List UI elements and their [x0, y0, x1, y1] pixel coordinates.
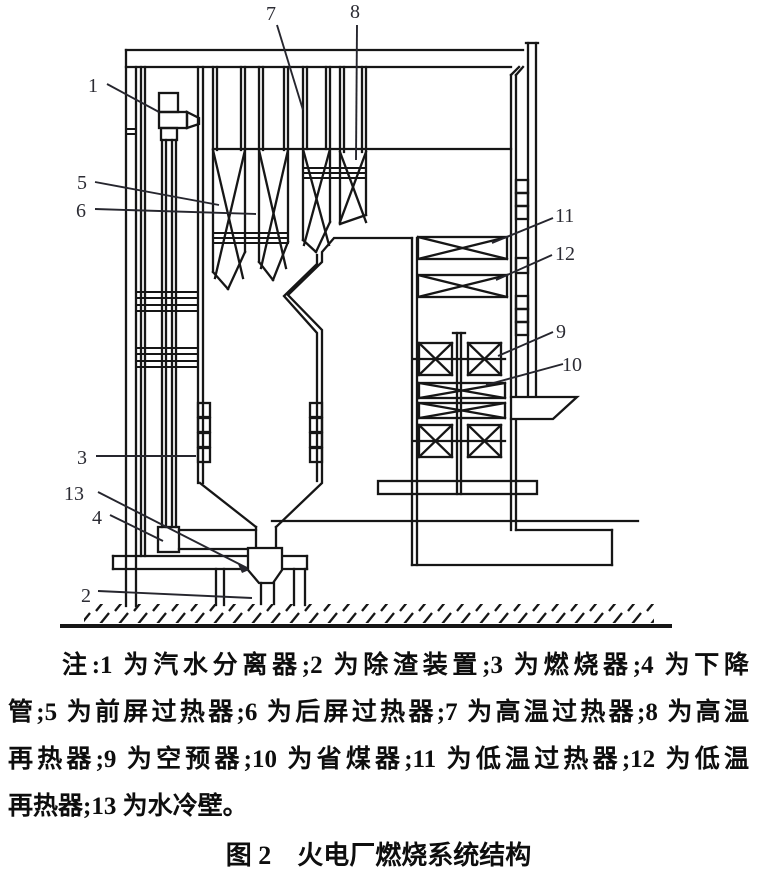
diagram-label-7: 7 [266, 3, 276, 25]
diagram-label-6: 6 [76, 200, 86, 222]
leader-lines [94, 24, 564, 599]
diagram-label-5: 5 [77, 172, 87, 194]
boiler-frame [124, 41, 540, 608]
diagram-label-11: 11 [555, 205, 574, 227]
air-preheater-economizer-stack [412, 331, 507, 496]
diagram-label-4: 4 [92, 507, 102, 529]
diagram-label-9: 9 [556, 321, 566, 343]
burners [196, 401, 324, 464]
combustion-system-diagram: 1 5 6 7 8 11 12 9 10 3 13 4 2 [60, 1, 672, 628]
column-notches [514, 178, 530, 337]
diagram-label-10: 10 [562, 354, 582, 376]
furnace-water-walls [196, 65, 414, 550]
diagram-label-3: 3 [77, 447, 87, 469]
burner-piping-bands [135, 291, 199, 368]
low-temp-superheater-bank [416, 235, 509, 261]
platen-superheater-rear [257, 65, 290, 282]
note-line-2: 管;5 为前屏过热器;6 为后屏过热器;7 为高温过热器;8 为高温 [8, 699, 749, 726]
note-line-4: 再热器;13 为水冷壁。 [8, 793, 248, 820]
diagram-number-labels: 1 5 6 7 8 11 12 9 10 3 13 4 2 [64, 1, 582, 607]
note-line-3: 再热器;9 为空预器;10 为省煤器;11 为低温过热器;12 为低温 [8, 746, 749, 773]
diagram-label-1: 1 [88, 75, 98, 97]
slag-removal-device [246, 546, 284, 606]
platen-superheater-front [211, 65, 247, 291]
base-structure [270, 519, 640, 567]
diagram-label-2: 2 [81, 585, 91, 607]
figure-note: 注:1 为汽水分离器;2 为除渣装置;3 为燃烧器;4 为下降 管;5 为前屏过… [8, 642, 749, 830]
note-line-1: 注:1 为汽水分离器;2 为除渣装置;3 为燃烧器;4 为下降 [62, 652, 749, 679]
diagram-label-13: 13 [64, 483, 84, 505]
diagram-label-8: 8 [350, 1, 360, 23]
ground-hatching [60, 604, 672, 628]
low-temp-reheater-bank [416, 273, 509, 299]
support-platform [376, 479, 539, 496]
figure-title: 图 2 火电厂燃烧系统结构 [225, 841, 532, 870]
high-temp-reheater [338, 65, 368, 226]
diagram-label-12: 12 [555, 243, 575, 265]
panel-tie-bands [211, 147, 513, 244]
ash-chute [509, 395, 580, 421]
high-temp-superheater [301, 65, 332, 254]
steam-water-separator [157, 91, 201, 142]
